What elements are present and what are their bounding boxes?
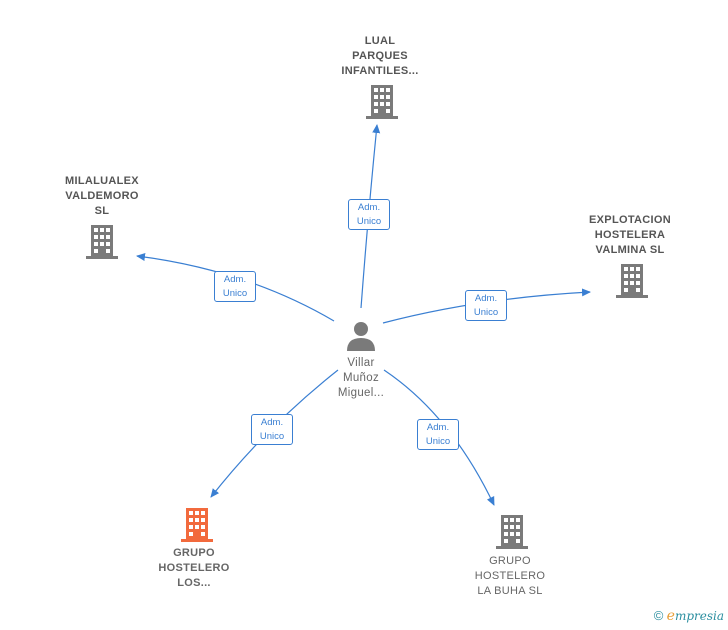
building-icon[interactable]: [86, 225, 118, 259]
company-label-line: LUAL: [364, 35, 396, 47]
building-icon[interactable]: [366, 85, 398, 119]
company-label-grupo-buha[interactable]: GRUPO HOSTELERO LA BUHA SL: [450, 554, 570, 599]
relation-badge-line: Adm.: [260, 417, 284, 428]
company-label-line: GRUPO: [489, 555, 531, 567]
company-label-line: LOS...: [177, 577, 211, 589]
company-label-line: LA BUHA SL: [477, 585, 543, 597]
person-icon[interactable]: [346, 320, 376, 352]
relation-badge-lual[interactable]: Adm. Unico: [348, 199, 390, 230]
relation-badge-grupo-buha[interactable]: Adm. Unico: [417, 419, 459, 450]
building-icon[interactable]: [616, 264, 648, 298]
relation-badge-line: Adm.: [426, 422, 450, 433]
company-label-line: VALMINA SL: [595, 244, 665, 256]
relation-badge-line: Unico: [259, 431, 285, 442]
person-name[interactable]: Villar Muñoz Miguel...: [320, 356, 402, 401]
relation-badge-line: Unico: [222, 288, 248, 299]
copyright-icon: ©: [653, 608, 664, 623]
relation-badge-line: Unico: [356, 216, 382, 227]
company-label-milalualex[interactable]: MILALUALEX VALDEMORO SL: [42, 174, 162, 219]
company-label-line: EXPLOTACION: [589, 214, 671, 226]
relation-badge-line: Adm.: [223, 274, 247, 285]
company-label-line: HOSTELERO: [474, 570, 546, 582]
company-label-explotacion[interactable]: EXPLOTACION HOSTELERA VALMINA SL: [568, 213, 692, 258]
company-label-line: MILALUALEX: [65, 175, 139, 187]
person-name-line-2: Muñoz: [342, 372, 380, 384]
brand-name: mpresia: [674, 609, 724, 623]
company-label-grupo-los[interactable]: GRUPO HOSTELERO LOS...: [134, 546, 254, 591]
building-icon[interactable]: [496, 515, 528, 549]
company-label-line: INFANTILES...: [341, 65, 419, 77]
company-label-line: HOSTELERA: [594, 229, 666, 241]
brand-footer[interactable]: © empresia: [654, 608, 724, 624]
relation-badge-explotacion[interactable]: Adm. Unico: [465, 290, 507, 321]
relation-badge-grupo-los[interactable]: Adm. Unico: [251, 414, 293, 445]
person-name-line-1: Villar: [347, 357, 375, 369]
relation-badge-line: Adm.: [474, 293, 498, 304]
relation-badge-line: Unico: [425, 436, 451, 447]
company-label-line: SL: [94, 205, 110, 217]
building-icon-highlighted[interactable]: [181, 508, 213, 542]
brand-initial: e: [666, 608, 675, 624]
person-name-line-3: Miguel...: [337, 387, 385, 399]
company-label-line: PARQUES: [352, 50, 408, 62]
relation-badge-line: Unico: [473, 307, 499, 318]
company-label-line: VALDEMORO: [65, 190, 139, 202]
relation-badge-milalualex[interactable]: Adm. Unico: [214, 271, 256, 302]
relation-badge-line: Adm.: [357, 202, 381, 213]
company-label-lual[interactable]: LUAL PARQUES INFANTILES...: [320, 34, 440, 79]
company-label-line: HOSTELERO: [158, 562, 230, 574]
company-label-line: GRUPO: [173, 547, 215, 559]
